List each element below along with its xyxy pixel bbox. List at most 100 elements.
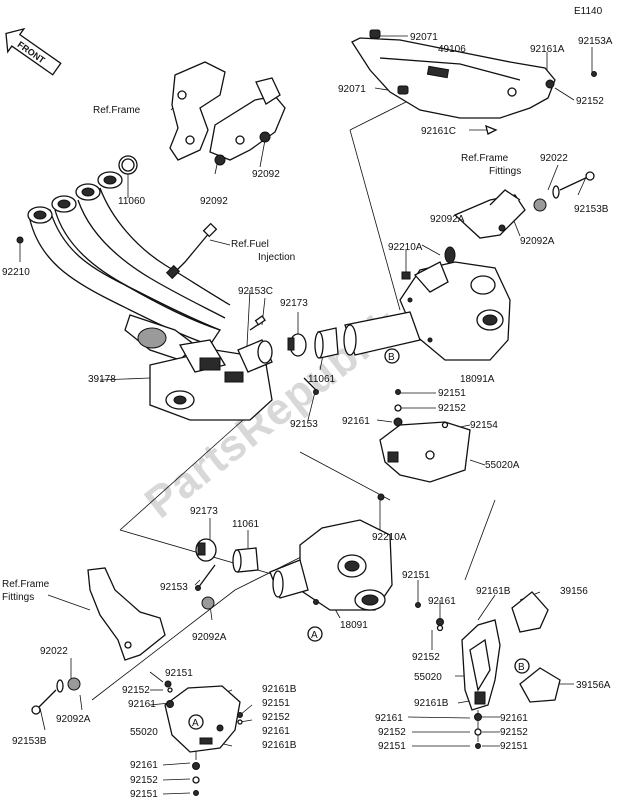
label-92154: 92154	[470, 420, 498, 431]
label-92210a-1: 92210A	[388, 242, 423, 253]
label-39156a: 39156A	[576, 680, 611, 691]
washer-92161a-top	[545, 79, 555, 89]
callout-a-1: B	[384, 348, 400, 364]
ref-frame-fittings-top-2: Fittings	[489, 166, 521, 177]
callout-b-1-label: B	[518, 662, 525, 673]
gasket-11061-bot	[232, 547, 259, 573]
shield-39156a	[519, 667, 561, 703]
label-92152-top: 92152	[576, 96, 604, 107]
label-39178: 39178	[88, 374, 116, 385]
label-92092-1: 92092	[200, 196, 228, 207]
ref-fuel-injection-2: Injection	[258, 252, 295, 263]
part-labels: 92071 49106 92161A 92153A 92071 92152 92…	[2, 32, 613, 800]
label-92092a-2: 92092A	[520, 236, 555, 247]
muffler-18091a	[343, 261, 511, 361]
callout-a-3: A	[188, 714, 204, 730]
callout-a-2-label: A	[311, 630, 318, 641]
label-92092a-4: 92092A	[56, 714, 91, 725]
label-92022-top: 92022	[540, 153, 568, 164]
bolt-92153b-bot	[31, 689, 57, 715]
label-92151-l2: 92151	[130, 789, 158, 800]
label-92161b-r2: 92161B	[414, 698, 449, 709]
label-92071-b: 92071	[338, 84, 366, 95]
ref-frame-fittings-top-1: Ref.Frame	[461, 153, 509, 164]
label-92152-r2: 92152	[378, 727, 406, 738]
label-39156: 39156	[560, 586, 588, 597]
clamp-92173-bot	[195, 538, 217, 562]
heat-cover-49106	[351, 37, 556, 119]
label-49106: 49106	[438, 44, 466, 55]
ref-frame-fittings-left-1: Ref.Frame	[2, 579, 50, 590]
nut-92210a-1	[401, 271, 411, 280]
label-55020-right: 55020	[414, 672, 442, 683]
nut-92210a-2	[377, 493, 385, 501]
label-18091a: 18091A	[460, 374, 495, 385]
ref-fuel-injection-1: Ref.Fuel	[231, 239, 269, 250]
washer-92022-bot	[56, 679, 64, 693]
callout-a-3-label: A	[192, 718, 199, 729]
fasteners-right	[415, 602, 482, 749]
label-92161-l3: 92161	[262, 726, 290, 737]
damper-92092a-2	[444, 246, 456, 264]
label-92152-r3: 92152	[500, 727, 528, 738]
label-92152-r1: 92152	[412, 652, 440, 663]
label-92092a-3: 92092A	[192, 632, 227, 643]
label-92151-r1: 92151	[402, 570, 430, 581]
label-92152-l1: 92152	[122, 685, 150, 696]
label-92210: 92210	[2, 267, 30, 278]
connector-pipe-top	[237, 339, 273, 373]
callout-a-1-label: B	[388, 352, 395, 363]
label-92153-bot: 92153	[160, 582, 188, 593]
bolt-92151-m1	[395, 389, 401, 395]
label-92152-l2: 92152	[130, 775, 158, 786]
label-11060: 11060	[118, 196, 146, 207]
washer-92152-m1	[394, 404, 402, 412]
label-92153a: 92153A	[578, 36, 613, 47]
damper-92092a-3	[201, 596, 215, 610]
label-92161b-l2: 92161B	[262, 740, 297, 751]
callout-b-1: B	[514, 658, 530, 674]
label-11061-bot: 11061	[232, 519, 260, 530]
label-55020a: 55020A	[485, 460, 520, 471]
frame-fittings-top	[453, 189, 526, 239]
label-11061-top: 11061	[308, 374, 336, 385]
bolt-92153a	[591, 71, 597, 77]
label-92161-r1: 92161	[428, 596, 456, 607]
exhaust-header-pipes	[27, 171, 231, 361]
label-92161b-r1: 92161B	[476, 586, 511, 597]
label-92153b-bot: 92153B	[12, 736, 47, 747]
shield-39156	[511, 591, 549, 633]
label-92161-m1: 92161	[342, 416, 370, 427]
bolt-92153c	[249, 315, 266, 331]
ref-frame-fittings-left-2: Fittings	[2, 592, 34, 603]
label-92173-top: 92173	[280, 298, 308, 309]
label-92161-r2: 92161	[375, 713, 403, 724]
label-92153c: 92153C	[238, 286, 273, 297]
label-92092a-1: 92092A	[430, 214, 465, 225]
gasket-11060	[118, 155, 138, 175]
label-55020-left: 55020	[130, 727, 158, 738]
label-92022-bot: 92022	[40, 646, 68, 657]
label-92152-l3: 92152	[262, 712, 290, 723]
grommet-92071-a	[369, 29, 381, 39]
o2-sensor	[165, 222, 218, 280]
bolt-92153-bot	[195, 564, 216, 591]
cover-55020-right	[461, 619, 501, 711]
label-92153b-top: 92153B	[574, 204, 609, 215]
damper-92092a-4	[67, 677, 81, 691]
label-92210a-2: 92210A	[372, 532, 407, 543]
diagram-code: E1140	[574, 6, 603, 17]
label-92161-r3: 92161	[500, 713, 528, 724]
label-92151-m1: 92151	[438, 388, 466, 399]
washer-92022-top	[552, 185, 560, 199]
frame-fittings-left	[87, 567, 166, 661]
label-92161b-l1: 92161B	[262, 684, 297, 695]
pre-muffler-39178	[149, 339, 273, 421]
bolt-92153-mid	[303, 377, 319, 395]
nut-92210	[16, 236, 24, 244]
ref-frame-top: Ref.Frame	[93, 105, 141, 116]
label-92151-l1: 92151	[165, 668, 193, 679]
muffler-18091	[269, 519, 393, 611]
damper-92092a-1	[533, 198, 547, 212]
